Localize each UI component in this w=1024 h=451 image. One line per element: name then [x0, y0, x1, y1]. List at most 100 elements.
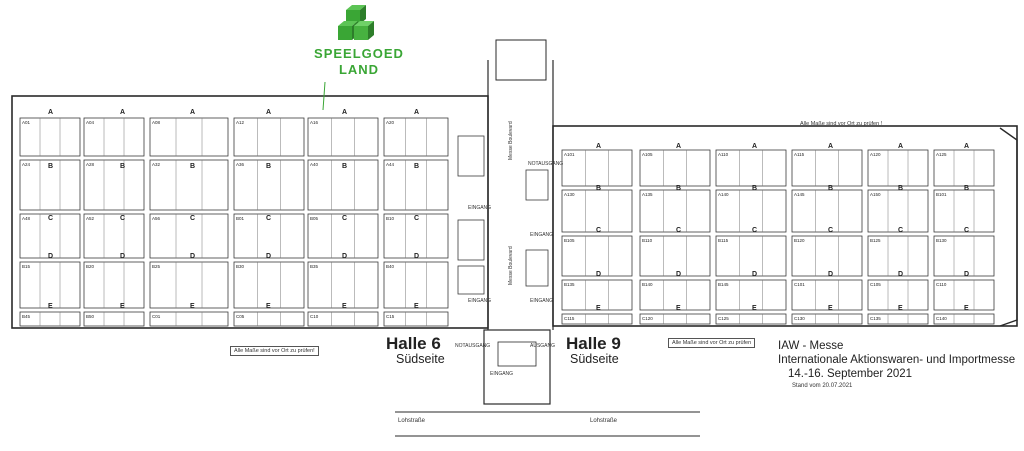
aisle-letter-h6: B — [266, 163, 271, 170]
measure-note-center: Alle Maße sind vor Ort zu prüfen ! — [800, 121, 883, 127]
booth-block-h6 — [307, 213, 379, 259]
aisle-letter-h6: C — [266, 215, 271, 222]
booth-block-h6 — [307, 311, 379, 327]
booth-block-h6 — [19, 311, 81, 327]
aisle-letter-h9: B — [828, 185, 833, 192]
booth-block-h9 — [561, 235, 633, 277]
booth-number: C105 — [870, 282, 881, 287]
aisle-letter-h9: B — [964, 185, 969, 192]
booth-block-h9 — [791, 235, 863, 277]
booth-number: C15 — [386, 314, 395, 319]
halle-9-subtitle: Südseite — [570, 352, 619, 366]
booth-block-h9 — [867, 313, 929, 325]
booth-block-h9 — [867, 149, 929, 187]
booth-block-h6 — [19, 213, 81, 259]
booth-block-h9 — [791, 189, 863, 233]
booth-block-h6 — [307, 261, 379, 309]
booth-number: B30 — [236, 264, 245, 269]
booth-number: B130 — [936, 238, 947, 243]
booth-number: A101 — [564, 152, 575, 157]
aisle-letter-h9: E — [596, 305, 601, 312]
aisle-letter-h6: D — [342, 253, 347, 260]
halle-6-outline — [11, 95, 489, 329]
booth-block-h9 — [715, 313, 787, 325]
aisle-letter-h9: B — [898, 185, 903, 192]
green-cubes-icon — [338, 5, 374, 40]
booth-number: A110 — [718, 152, 729, 157]
aisle-letter-h9: A — [898, 143, 903, 150]
booth-number: B35 — [310, 264, 319, 269]
booth-block-h6 — [149, 213, 229, 259]
halle-9-title: Halle 9 — [566, 334, 621, 353]
booth-number: A52 — [86, 216, 95, 221]
booth-block-h6 — [307, 159, 379, 211]
eingang-label-east-2: EINGANG — [530, 298, 554, 304]
booth-number: A130 — [564, 192, 575, 197]
aisle-letter-h6: D — [190, 253, 195, 260]
aisle-letter-h9: D — [898, 271, 903, 278]
aisle-letter-h6: A — [190, 109, 195, 116]
booth-number: C10 — [310, 314, 319, 319]
aisle-letter-h9: E — [676, 305, 681, 312]
aisle-letter-h6: E — [48, 303, 53, 310]
booth-number: B115 — [718, 238, 729, 243]
logo-text-line1: SPEELGOED — [314, 46, 404, 61]
booth-block-h6 — [233, 311, 305, 327]
event-title: IAW - Messe — [778, 340, 844, 352]
booth-number: B10 — [386, 216, 395, 221]
measure-note-left: Alle Maße sind vor Ort zu prüfen! — [230, 346, 319, 356]
booth-block-h9 — [791, 149, 863, 187]
booth-number: A48 — [22, 216, 31, 221]
aisle-letter-h6: B — [190, 163, 195, 170]
booth-block-h9 — [867, 189, 929, 233]
booth-block-h6 — [83, 117, 145, 157]
aisle-letter-h6: B — [414, 163, 419, 170]
north-entrance-block — [495, 39, 547, 81]
booth-block-h9 — [933, 235, 995, 277]
aisle-letter-h6: E — [120, 303, 125, 310]
logo-pointer — [322, 81, 326, 111]
booth-block-h6 — [233, 117, 305, 157]
booth-number: B125 — [870, 238, 881, 243]
aisle-letter-h9: B — [676, 185, 681, 192]
booth-number: B40 — [386, 264, 395, 269]
boulevard-label-south: Messe Boulevard — [508, 246, 514, 285]
booth-number: B25 — [152, 264, 161, 269]
booth-number: A140 — [718, 192, 729, 197]
booth-number: C140 — [936, 316, 947, 321]
booth-block-h9 — [791, 313, 863, 325]
booth-block-h6 — [233, 261, 305, 309]
booth-number: A105 — [642, 152, 653, 157]
entrance-structure — [457, 135, 485, 177]
booth-number: B20 — [86, 264, 95, 269]
aisle-letter-h6: E — [414, 303, 419, 310]
booth-number: A125 — [936, 152, 947, 157]
aisle-letter-h6: B — [342, 163, 347, 170]
booth-number: A150 — [870, 192, 881, 197]
booth-block-h9 — [561, 313, 633, 325]
booth-number: B01 — [236, 216, 245, 221]
aisle-letter-h9: A — [676, 143, 681, 150]
aisle-letter-h9: C — [596, 227, 601, 234]
booth-block-h9 — [933, 189, 995, 233]
booth-number: C01 — [152, 314, 161, 319]
booth-number: A24 — [22, 162, 31, 167]
aisle-letter-h9: A — [828, 143, 833, 150]
south-entrance-block — [483, 329, 551, 405]
booth-block-h6 — [307, 117, 379, 157]
booth-block-h9 — [639, 149, 711, 187]
booth-block-h6 — [233, 159, 305, 211]
aisle-letter-h9: E — [752, 305, 757, 312]
booth-block-h9 — [639, 189, 711, 233]
booth-number: A115 — [794, 152, 805, 157]
aisle-letter-h9: A — [596, 143, 601, 150]
booth-number: B110 — [642, 238, 653, 243]
aisle-letter-h6: B — [48, 163, 53, 170]
booth-number: B140 — [642, 282, 653, 287]
booth-block-h9 — [639, 279, 711, 311]
booth-block-h6 — [383, 159, 449, 211]
booth-number: C130 — [794, 316, 805, 321]
booth-number: B101 — [936, 192, 947, 197]
south-entrance-inner — [497, 341, 537, 367]
